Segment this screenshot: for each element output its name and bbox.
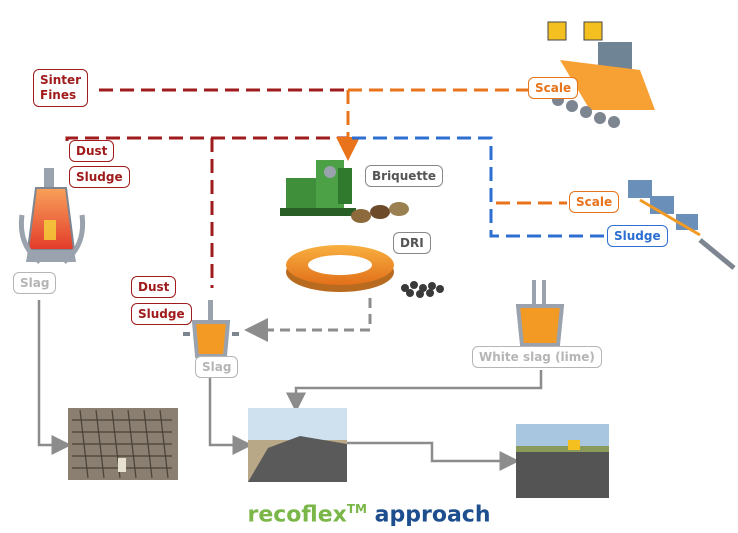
title-brand: recoflex (247, 502, 347, 528)
sludge-label-eaf: Sludge (131, 303, 192, 325)
blast-furnace-icon (18, 168, 86, 264)
diagram-title: recoflexTM approach (0, 502, 738, 527)
slag-label-blast-furnace: Slag (13, 272, 57, 294)
sludge-label-right: Sludge (607, 225, 668, 247)
sinter-fines-label: Sinter Fines (33, 69, 89, 107)
construction-rebar-photo (68, 408, 178, 480)
dri-pellets-icon (401, 281, 444, 298)
road-paving-photo (516, 424, 609, 498)
dri-rotary-hearth-icon (286, 245, 394, 292)
briquette-pieces-icon (351, 202, 409, 223)
scale-flow (336, 88, 567, 205)
aggregate-pile-photo (248, 408, 347, 482)
briquetting-machine-icon (280, 160, 356, 216)
dri-label: DRI (393, 232, 431, 254)
rolling-mill-icon (547, 21, 655, 128)
title-approach: approach (374, 502, 491, 528)
dust-label-blast-furnace: Dust (69, 140, 115, 162)
sludge-flow (352, 136, 607, 238)
briquette-label: Briquette (365, 165, 444, 187)
slag-label-eaf: Slag (195, 356, 239, 378)
sludge-label-blast-furnace: Sludge (69, 166, 130, 188)
dust-label-eaf: Dust (131, 276, 177, 298)
scale-label-right: Scale (569, 191, 620, 213)
ladle-furnace-icon (515, 280, 565, 347)
title-trademark: TM (346, 502, 367, 516)
white-slag-label: White slag (lime) (472, 346, 602, 368)
dri-to-eaf-flow (244, 298, 372, 342)
scale-label-top: Scale (528, 77, 579, 99)
hot-strip-mill-icon (628, 180, 736, 270)
sinter-fines-flow (65, 88, 348, 288)
slag-flow (37, 300, 543, 471)
